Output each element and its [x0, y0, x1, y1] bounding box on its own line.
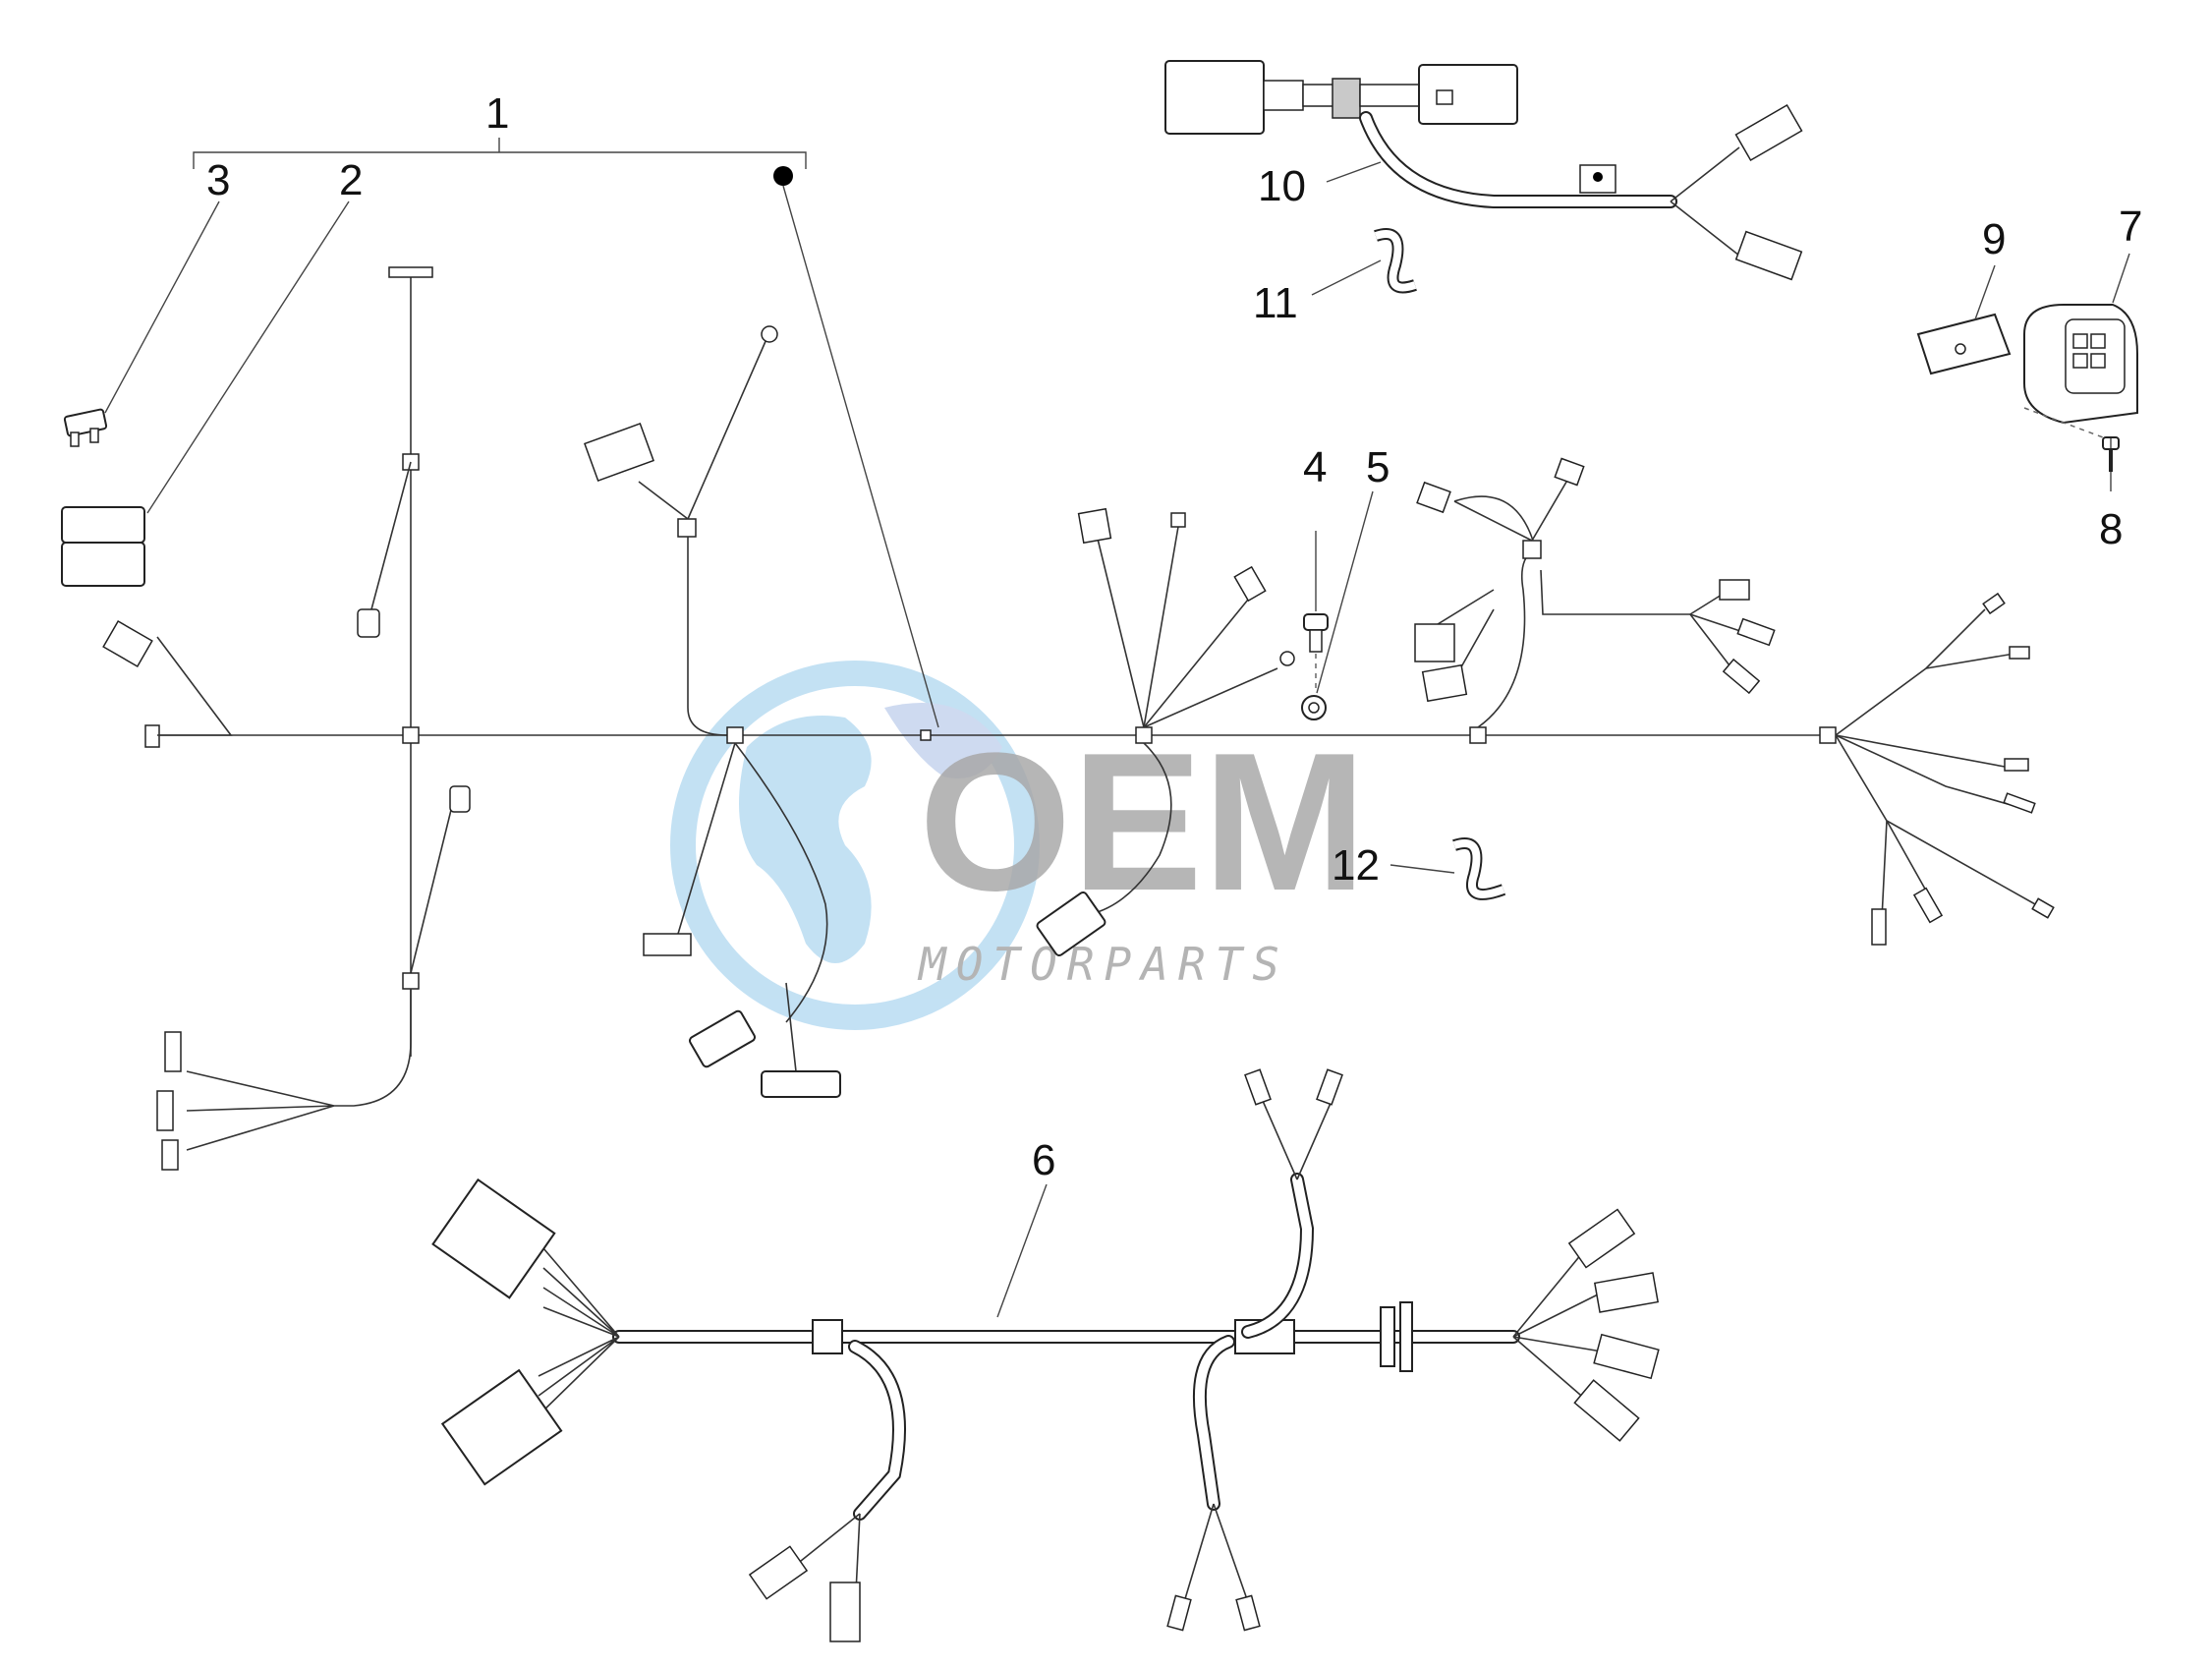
nut-part[interactable] [1301, 490, 1374, 720]
screw-part[interactable] [1303, 531, 1329, 688]
callout-6: 6 [1032, 1136, 1055, 1184]
watermark-globe-icon [670, 661, 1040, 1030]
callout-9: 9 [1982, 215, 2006, 263]
watermark-continents [739, 716, 872, 963]
callout-5: 5 [1366, 443, 1390, 491]
callout-3: 3 [206, 156, 230, 204]
cable-clip-11[interactable] [1311, 228, 1417, 296]
rear-harness-part[interactable] [431, 1068, 1660, 1642]
callout-10: 10 [1258, 162, 1306, 210]
adapter-cable-part[interactable] [1164, 60, 1803, 281]
watermark-brand: OEM [919, 713, 1367, 932]
cable-clip-12[interactable] [1390, 837, 1506, 900]
horn-screw-part[interactable] [2023, 407, 2120, 491]
watermark-subtitle: MOTORPARTS [917, 938, 1289, 991]
callout-12: 12 [1332, 841, 1380, 890]
watermark: OEM MOTORPARTS [670, 661, 1367, 1030]
horn-bracket-part[interactable] [1916, 264, 2012, 375]
fuse-part[interactable] [63, 201, 220, 447]
callout-1: 1 [485, 89, 509, 138]
main-harness-bracket [193, 138, 939, 728]
callout-11: 11 [1253, 279, 1298, 327]
relay-part[interactable] [61, 201, 350, 587]
callout-8: 8 [2099, 505, 2123, 553]
callout-7: 7 [2119, 202, 2142, 251]
main-harness[interactable] [102, 266, 2055, 1171]
callout-2: 2 [339, 156, 363, 204]
callouts: 1 2 3 4 5 6 7 8 9 10 11 12 [206, 89, 2142, 1184]
horn-part[interactable] [2023, 253, 2138, 425]
callout-4: 4 [1303, 443, 1327, 491]
